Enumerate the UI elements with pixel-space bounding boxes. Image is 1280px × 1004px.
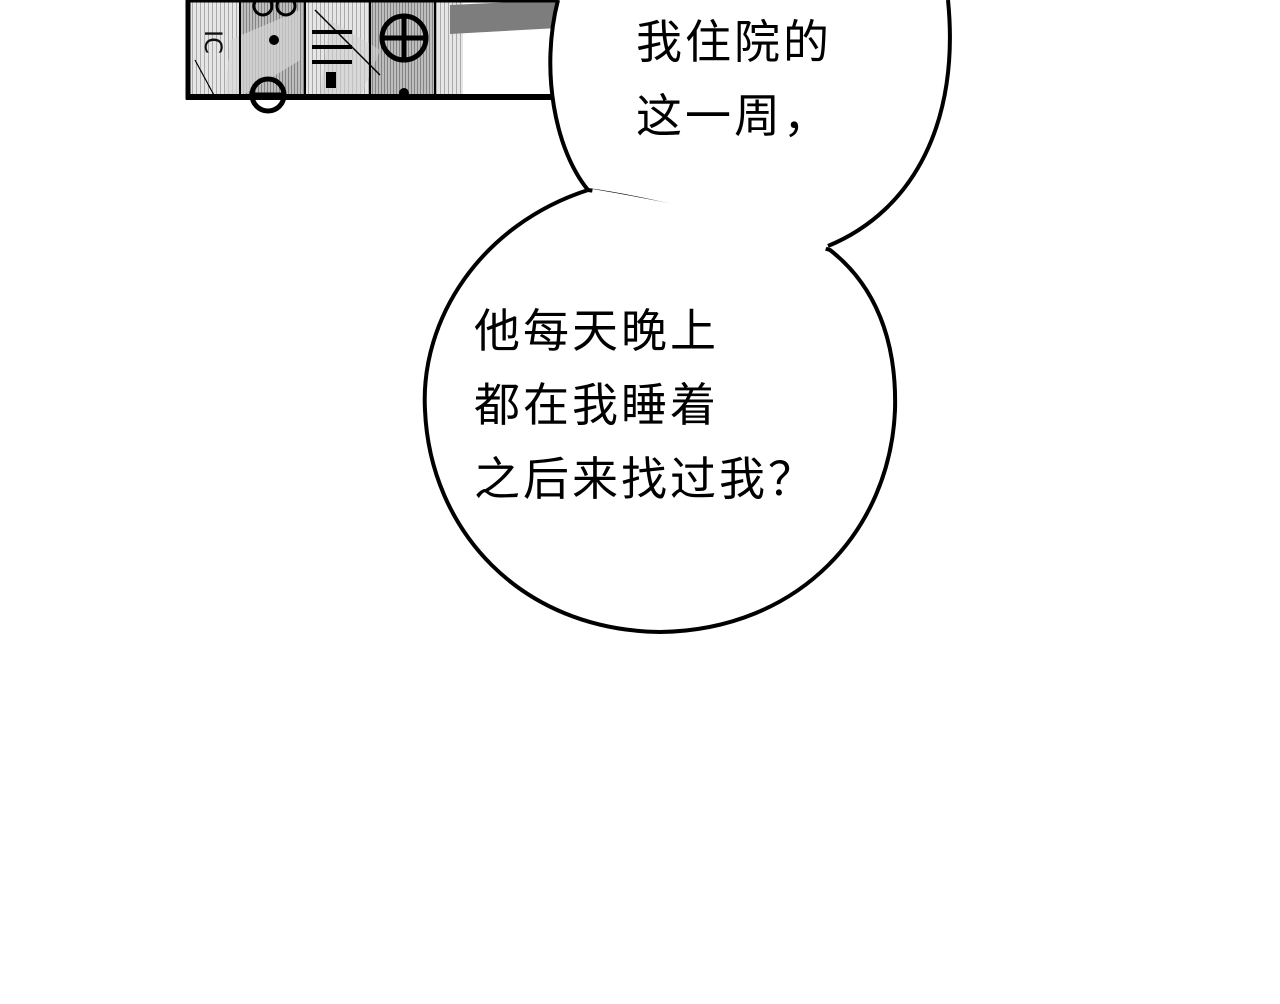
dialogue-line: 之后来找过我？: [474, 452, 817, 506]
background-art-text: IC: [199, 30, 227, 54]
dot-mark: [269, 35, 279, 45]
bubble-top-text: 我住院的 这一周，: [636, 5, 832, 153]
bubble-bottom-text: 他每天晚上 都在我睡着 之后来找过我？: [474, 294, 817, 516]
dialogue-line: 我住院的: [636, 15, 832, 69]
background-art-panel: IC: [185, 0, 561, 114]
dialogue-line: 这一周，: [636, 89, 832, 143]
crosshair-symbol: [379, 13, 429, 63]
speech-bubble-top-outline: [548, 0, 952, 248]
dialogue-line: 都在我睡着: [474, 378, 719, 432]
speech-bubble-top: [550, 0, 950, 245]
dialogue-line: 他每天晚上: [474, 304, 719, 358]
